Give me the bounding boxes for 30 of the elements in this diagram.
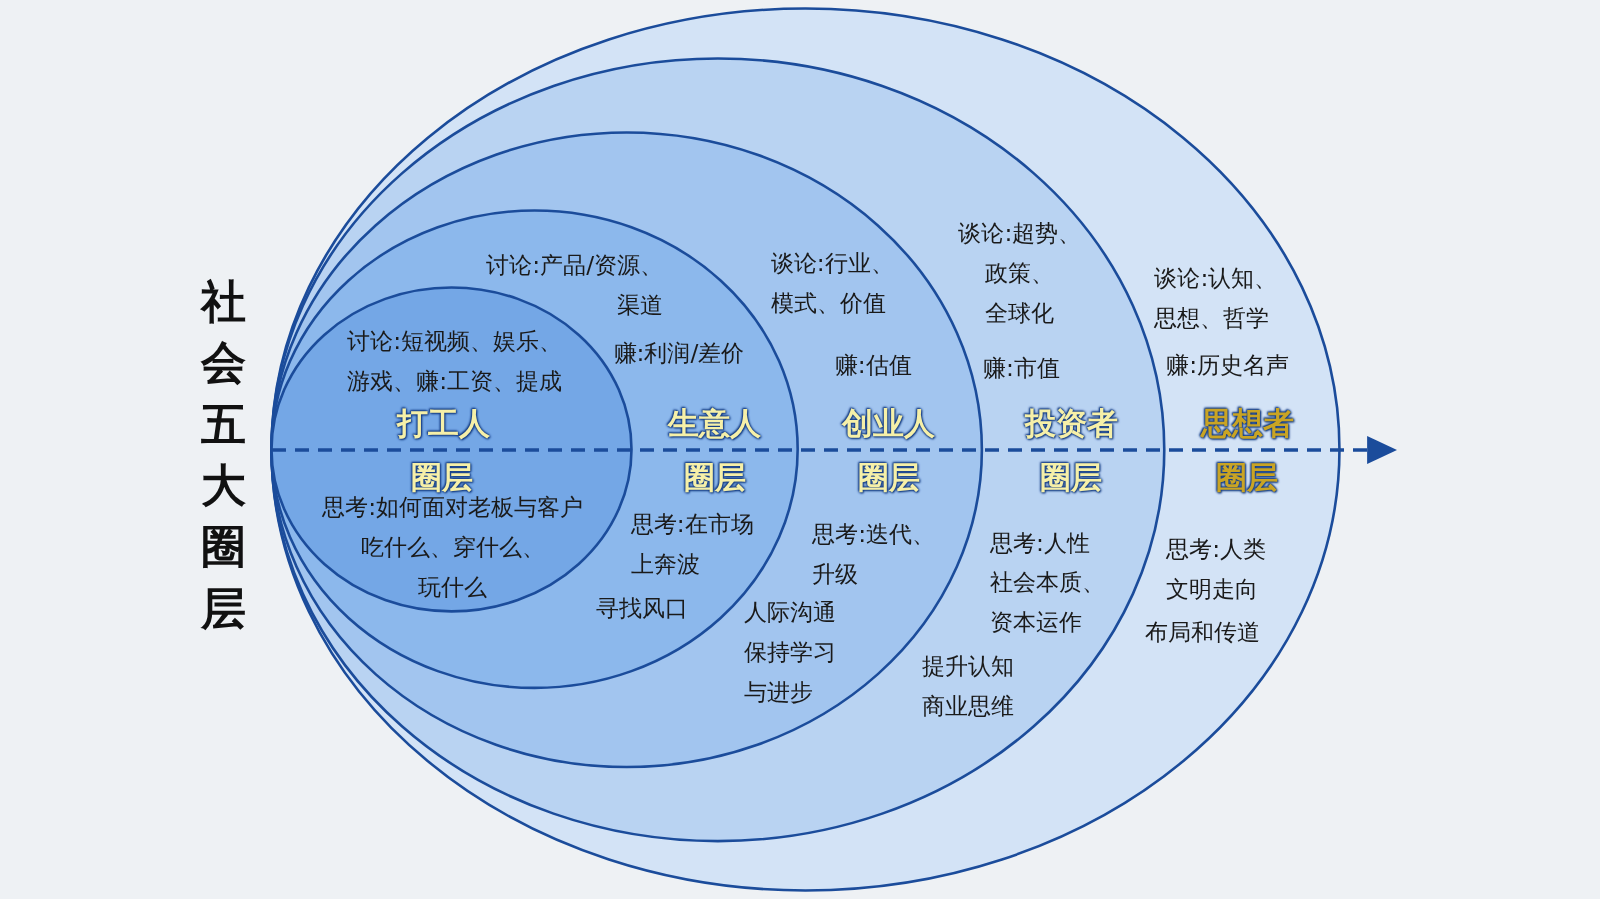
note-text: 寻找风口: [595, 593, 688, 625]
earning-text: 赚:市值: [982, 353, 1060, 385]
thinking-text: 思考:迭代、升级: [812, 519, 936, 591]
earning-text: 赚:估值: [834, 349, 912, 381]
note-text: 人际沟通保持学习与进步: [744, 597, 837, 708]
note-text: 布局和传道: [1144, 616, 1260, 648]
topic-text: 谈论:超势、政策、全球化: [958, 217, 1082, 329]
topic-text: 谈论:认知、思想、哲学: [1154, 262, 1278, 334]
layer-subtitle: 圈层: [857, 460, 920, 498]
topic-text: 讨论:产品/资源、渠道: [486, 250, 664, 322]
layer-title: 打工人: [397, 406, 491, 443]
layer-subtitle: 圈层: [1216, 460, 1279, 498]
layer-title: 生意人: [668, 406, 762, 443]
vertical-title: 社会五大圈层: [200, 273, 248, 637]
layer-title: 投资者: [1024, 406, 1118, 443]
thinking-text: 思考:人性社会本质、资本运作: [990, 527, 1106, 639]
layer-title: 思想者: [1200, 406, 1294, 443]
earning-text: 赚:利润/差价: [613, 337, 745, 369]
layer-subtitle: 圈层: [1040, 460, 1103, 498]
thinking-text: 思考:人类文明走向: [1166, 533, 1267, 605]
topic-text: 讨论:短视频、娱乐、游戏、赚:工资、提成: [347, 326, 563, 398]
layer-title: 创业人: [842, 406, 936, 443]
layer-ellipse: [270, 7, 1342, 892]
layer-subtitle: 圈层: [683, 460, 746, 498]
thinking-text: 思考:在市场上奔波: [630, 509, 754, 581]
topic-text: 谈论:行业、模式、价值: [770, 247, 894, 319]
thinking-text: 思考:如何面对老板与客户吃什么、穿什么、玩什么: [322, 493, 584, 604]
note-text: 提升认知商业思维: [922, 651, 1015, 723]
earning-text: 赚:历史名声: [1166, 349, 1290, 381]
layer-subtitle: 圈层: [411, 460, 473, 496]
